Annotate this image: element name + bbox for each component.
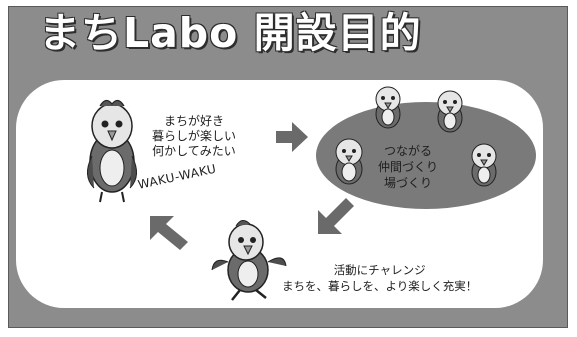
mascot-bird-icon — [87, 99, 137, 203]
mascot-bird-icon — [335, 138, 363, 185]
motivation-line: 暮らしが楽しい — [152, 129, 237, 143]
arrow-up-left-icon — [150, 216, 188, 250]
challenge-line: 活動にチャレンジ — [333, 263, 426, 277]
page-title: まちLabo 開設目的 — [39, 9, 422, 57]
connect-line: 仲間づくり — [378, 160, 439, 174]
motivation-line: 何かしてみたい — [152, 144, 236, 158]
mascot-bird-icon — [375, 86, 401, 129]
motivation-text: まちが好き 暮らしが楽しい 何かしてみたい — [152, 114, 236, 159]
mascot-bird-icon — [437, 90, 463, 133]
mascot-bird-icon — [471, 143, 497, 187]
challenge-line: まちを、暮らしを、より楽しく充実！ — [282, 279, 478, 293]
arrow-down-left-icon — [318, 198, 354, 234]
connect-text: つながる 仲間づくり 場づくり — [378, 143, 438, 191]
mascot-bird-icon — [211, 220, 287, 301]
connect-line: 場づくり — [384, 176, 433, 190]
connect-line: つながる — [384, 144, 433, 158]
challenge-text: 活動にチャレンジ まちを、暮らしを、より楽しく充実！ — [282, 262, 477, 294]
motivation-line: まちが好き — [164, 114, 225, 128]
arrow-right-icon — [276, 122, 308, 152]
